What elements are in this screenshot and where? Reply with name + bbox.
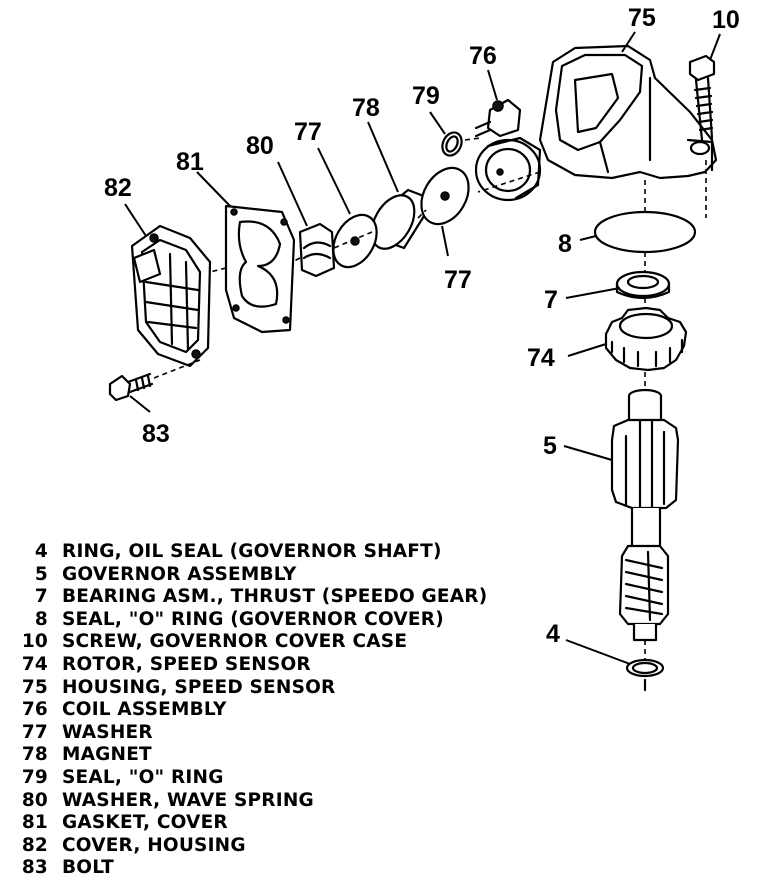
assembly-centerlines bbox=[209, 137, 646, 308]
part-77-washer-upper bbox=[332, 213, 378, 269]
leader-lines bbox=[124, 31, 721, 665]
callout-7: 7 bbox=[544, 286, 558, 314]
legend-row: 8 SEAL, "O" RING (GOVERNOR COVER) bbox=[8, 609, 568, 632]
callout-78: 78 bbox=[352, 94, 380, 122]
part-83-bolt bbox=[108, 359, 201, 402]
legend-part-description: WASHER, WAVE SPRING bbox=[62, 789, 314, 811]
legend-part-description: SCREW, GOVERNOR COVER CASE bbox=[62, 631, 408, 653]
legend-part-description: COVER, HOUSING bbox=[62, 834, 246, 856]
part-78-magnet bbox=[370, 188, 436, 250]
legend-part-description: SEAL, "O" RING bbox=[62, 766, 224, 788]
legend-row: 77 WASHER bbox=[8, 722, 568, 745]
callout-75: 75 bbox=[628, 4, 656, 32]
legend-part-number: 81 bbox=[21, 812, 48, 834]
legend-part-number: 8 bbox=[34, 608, 48, 630]
legend-part-number: 5 bbox=[34, 563, 48, 585]
legend-part-number: 10 bbox=[21, 631, 48, 653]
legend-part-description: COIL ASSEMBLY bbox=[62, 699, 227, 721]
callout-8: 8 bbox=[558, 230, 572, 258]
part-76-coil-assembly bbox=[474, 98, 542, 202]
legend-part-number: 4 bbox=[34, 541, 48, 562]
legend-row: 5 GOVERNOR ASSEMBLY bbox=[8, 564, 568, 587]
legend-part-number: 80 bbox=[21, 789, 48, 811]
parts-legend: 4 RING, OIL SEAL (GOVERNOR SHAFT) 5 GOVERNO… bbox=[8, 541, 568, 880]
part-7-thrust-bearing bbox=[615, 270, 671, 300]
legend-part-description: WASHER bbox=[62, 721, 153, 743]
legend-row: 4 RING, OIL SEAL (GOVERNOR SHAFT) bbox=[8, 541, 568, 564]
part-10-screw bbox=[688, 54, 716, 218]
legend-part-description: SEAL, "O" RING (GOVERNOR COVER) bbox=[62, 608, 444, 630]
legend-part-description: ROTOR, SPEED SENSOR bbox=[62, 653, 311, 675]
legend-part-description: RING, OIL SEAL (GOVERNOR SHAFT) bbox=[62, 541, 442, 562]
callout-82: 82 bbox=[104, 174, 132, 202]
part-82-cover-housing bbox=[130, 224, 212, 368]
legend-row: 79 SEAL, "O" RING bbox=[8, 767, 568, 790]
callout-10: 10 bbox=[712, 6, 740, 34]
legend-part-number: 76 bbox=[21, 699, 48, 721]
legend-row: 75 HOUSING, SPEED SENSOR bbox=[8, 677, 568, 700]
legend-row: 83 BOLT bbox=[8, 857, 568, 880]
part-77-washer-lower bbox=[420, 166, 470, 226]
part-81-gasket bbox=[224, 204, 296, 334]
legend-part-number: 74 bbox=[21, 653, 48, 675]
legend-row: 78 MAGNET bbox=[8, 744, 568, 767]
legend-row: 10 SCREW, GOVERNOR COVER CASE bbox=[8, 631, 568, 654]
callout-77-lower: 77 bbox=[444, 266, 472, 294]
part-75-housing bbox=[538, 44, 718, 180]
legend-part-description: HOUSING, SPEED SENSOR bbox=[62, 676, 336, 698]
part-5-governor-assembly bbox=[610, 388, 680, 660]
part-74-rotor bbox=[604, 306, 688, 394]
legend-part-description: BOLT bbox=[62, 857, 114, 879]
callout-77-upper: 77 bbox=[294, 118, 322, 146]
callout-74: 74 bbox=[527, 344, 555, 372]
legend-part-number: 7 bbox=[34, 586, 48, 608]
callout-80: 80 bbox=[246, 132, 274, 160]
legend-part-number: 83 bbox=[21, 857, 48, 879]
callouts: 75 10 76 79 78 77 80 81 82 8 77 7 74 5 8… bbox=[104, 4, 740, 648]
legend-part-number: 79 bbox=[21, 766, 48, 788]
part-8-o-ring-seal bbox=[593, 210, 697, 254]
legend-part-description: GOVERNOR ASSEMBLY bbox=[62, 563, 297, 585]
part-80-wave-spring-washer bbox=[298, 222, 336, 278]
part-79-o-ring bbox=[441, 131, 463, 157]
legend-part-description: GASKET, COVER bbox=[62, 812, 228, 834]
callout-4: 4 bbox=[546, 620, 560, 648]
callout-81: 81 bbox=[176, 148, 204, 176]
callout-79: 79 bbox=[412, 82, 440, 110]
legend-row: 80 WASHER, WAVE SPRING bbox=[8, 790, 568, 813]
callout-83: 83 bbox=[142, 420, 170, 448]
legend-row: 74 ROTOR, SPEED SENSOR bbox=[8, 654, 568, 677]
legend-part-number: 78 bbox=[21, 744, 48, 766]
callout-76: 76 bbox=[469, 42, 497, 70]
part-4-oil-seal-ring bbox=[625, 658, 665, 692]
legend-part-number: 75 bbox=[21, 676, 48, 698]
legend-part-number: 82 bbox=[21, 834, 48, 856]
legend-part-description: BEARING ASM., THRUST (SPEEDO GEAR) bbox=[62, 586, 488, 608]
legend-row: 76 COIL ASSEMBLY bbox=[8, 699, 568, 722]
legend-row: 81 GASKET, COVER bbox=[8, 812, 568, 835]
callout-5: 5 bbox=[543, 432, 557, 460]
legend-part-description: MAGNET bbox=[62, 744, 152, 766]
legend-row: 82 COVER, HOUSING bbox=[8, 835, 568, 858]
legend-part-number: 77 bbox=[21, 721, 48, 743]
legend-row: 7 BEARING ASM., THRUST (SPEEDO GEAR) bbox=[8, 586, 568, 609]
